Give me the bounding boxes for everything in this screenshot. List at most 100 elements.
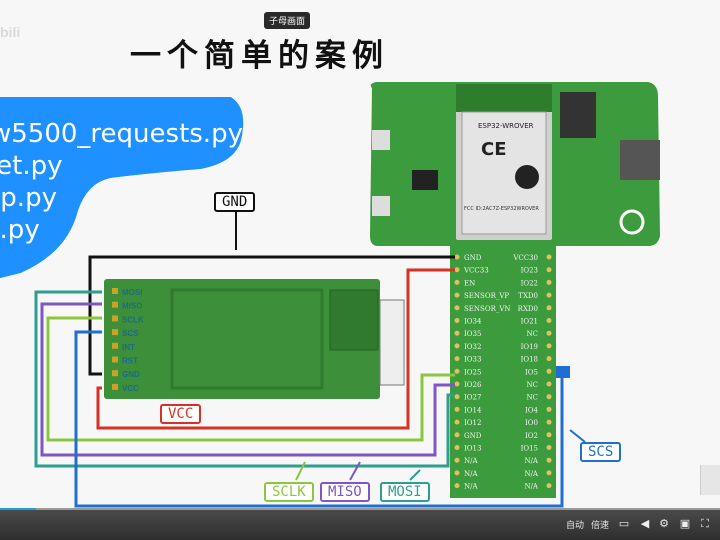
esp-pin-pad [546,305,552,311]
module-pin-pad [112,383,118,390]
label-miso: MISO [320,482,370,502]
esp-pin-pad [454,343,460,349]
esp-pin-pad [454,356,460,362]
module-pin-pad [112,288,118,294]
wire-sclk [46,316,455,442]
player-controls: 自动 倍速 ▭ ◀ ⚙ ▣ ⛶ [0,510,720,540]
esp-pin-pad [546,267,552,273]
slide-title: 一个简单的案例 [130,38,389,74]
esp-pin-pad [454,470,460,476]
quality-button[interactable]: 自动 [566,521,585,531]
esp-left-pin-label: IO26 [464,381,482,389]
esp-left-pin-label: VCC33 [463,267,489,275]
subtitle-icon[interactable]: ▭ [618,517,630,530]
esp-pin-pad [454,292,460,298]
esp-pin-pad [454,330,460,336]
esp-right-pin-label: IO21 [521,318,538,326]
esp-left-pin-label: SENSOR_VN [464,305,511,313]
esp-pin-pad [454,368,460,374]
esp-pin-pad [546,254,552,260]
esp-pin-pad [546,419,552,425]
module-pin-pad [112,301,118,308]
esp-right-pin-label: IO18 [521,356,538,364]
esp-left-pin-label: IO33 [464,356,481,364]
esp-left-pin-label: SENSOR_VP [464,292,509,300]
esp-left-pin-label: N/A [464,470,478,478]
pip-tooltip: 子母画面 [264,12,311,29]
esp-right-pin-label: N/A [524,483,538,491]
esp-pin-pad [546,292,552,298]
esp-pin-pad [546,318,552,323]
esp-right-pin-label: N/A [524,470,538,478]
esp-left-pin-label: GND [464,254,482,262]
module-pin-label: SCLK [122,315,144,324]
esp-pin-pad [546,368,552,374]
esp-right-pin-label: IO4 [525,406,539,414]
esp-pin-pad [454,457,460,463]
esp-right-pin-label: IO22 [521,279,538,287]
code-line: ket.py [0,151,63,181]
pip-icon[interactable]: ▣ [679,517,691,530]
code-file-list: w5500_requests.py ket.py cp.py s.py [0,118,243,246]
esp-left-pin-label: IO27 [464,394,481,402]
esp-left-pin-label: IO34 [464,318,482,326]
module-pin-pad [112,329,118,336]
esp-pin-pad [546,445,552,450]
wiring-diagram: CE ESP32-WROVER FCC ID:2AC7Z-ESP32WROVER… [0,82,660,508]
speed-button[interactable]: 倍速 [591,521,610,531]
esp-right-pin-label: NC [527,394,538,402]
watermark: bili [0,24,21,40]
esp-pin-pad [454,318,460,323]
esp-left-pin-label: IO14 [464,406,482,414]
esp-left-pin-label: IO13 [464,445,481,453]
esp-pin-pad [454,279,460,285]
code-line: s.py [0,215,40,245]
module-pin-label: SCS [122,329,139,338]
esp-left-pin-label: IO32 [464,343,481,351]
settings-icon[interactable]: ⚙ [659,517,669,530]
esp-left-pin-label: IO35 [464,330,481,338]
esp-pin-pad [454,406,460,412]
progress-fill [0,508,36,511]
esp-right-pin-label: NC [527,381,538,389]
module-pin-label: INT [122,343,135,352]
volume-icon[interactable]: ◀ [640,517,650,530]
module-pin-label: VCC [122,384,139,393]
code-line: w5500_requests.py [0,119,243,149]
esp-left-pin-label: N/A [464,483,478,491]
code-highlight-shape [0,97,244,279]
module-pin-pad [112,342,118,349]
side-panel-toggle[interactable] [700,465,720,495]
wire-miso [40,302,455,457]
esp-pin-pad [454,445,460,450]
module-pin-label: MOSI [122,288,142,297]
esp-right-pin-label: RXD0 [518,305,538,313]
esp-right-pin-label: VCC30 [512,254,538,262]
esp-pin-pad [546,279,552,285]
wire-gnd [88,255,455,376]
esp-pin-pad [546,432,552,438]
svg-text:ESP32-WROVER: ESP32-WROVER [478,122,534,130]
esp-pin-pad [546,356,552,362]
esp-right-pin-label: N/A [524,457,538,465]
label-vcc: VCC [160,404,202,424]
code-line: cp.py [0,183,57,213]
esp-pin-pad [454,483,460,489]
esp-right-pin-label: IO23 [521,267,538,275]
progress-bar[interactable] [0,508,720,511]
module-pin-pad [112,315,118,322]
esp-right-pin-label: IO2 [525,432,538,440]
esp-pin-pad [546,483,552,489]
esp-pin-pad [546,406,552,412]
wire-vcc [96,268,455,430]
video-frame[interactable]: bili 子母画面 一个简单的案例 CE ESP32-WROVER FCC ID… [0,0,720,510]
module-pin-label: GND [122,370,140,379]
esp-left-pin-label: GND [464,432,482,440]
esp-right-pin-label: IO15 [521,445,538,453]
esp-pin-pad [454,432,460,438]
esp-pin-pad [454,267,460,273]
svg-text:CE: CE [481,139,507,160]
fullscreen-icon[interactable]: ⛶ [701,517,709,530]
esp-left-pin-label: IO25 [464,368,481,376]
esp-pin-pad [546,457,552,463]
